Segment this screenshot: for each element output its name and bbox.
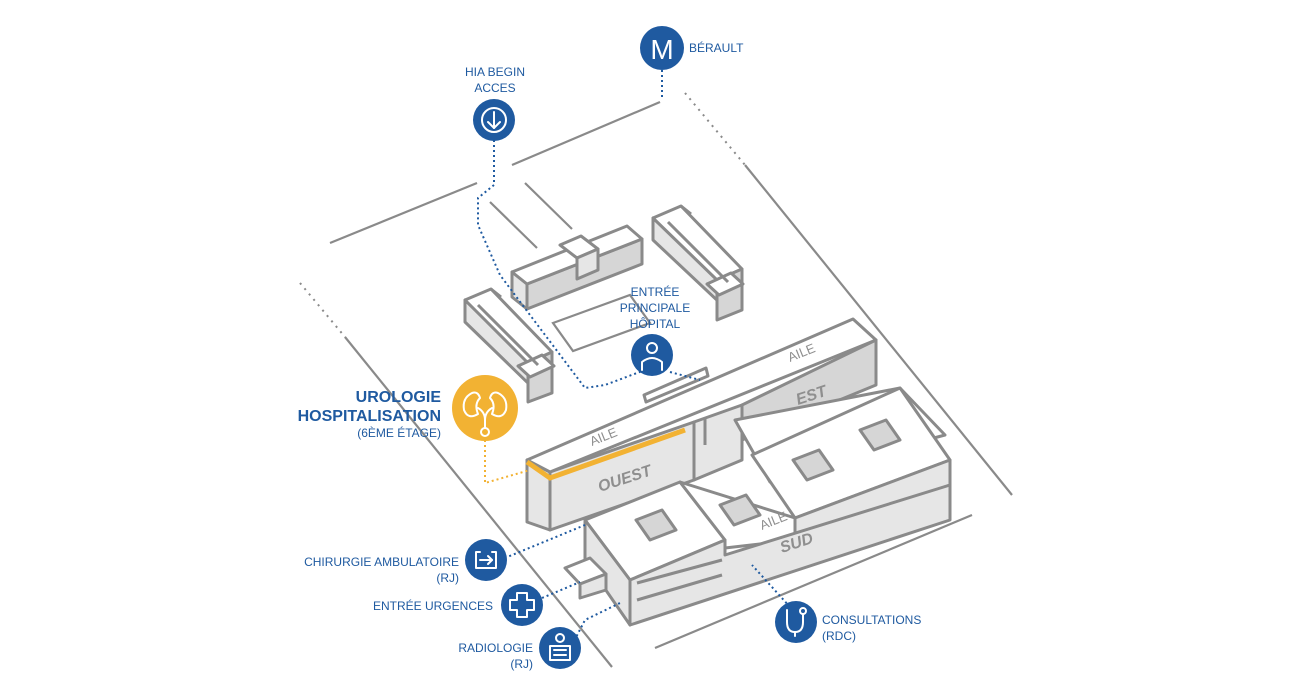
metro-pin[interactable]: M BÉRAULT — [640, 26, 744, 70]
urology-line3: (6ÈME ÉTAGE) — [357, 425, 441, 440]
arrow-down-icon — [481, 107, 507, 133]
metro-pin-circle — [640, 26, 684, 70]
emergency-pin-circle — [501, 584, 543, 626]
main-hospital — [525, 317, 952, 627]
radiology-line2: (RJ) — [510, 657, 533, 671]
urology-floor-highlight — [525, 427, 686, 481]
connector-paths — [477, 70, 791, 646]
urology-pin[interactable]: UROLOGIE HOSPITALISATION (6ÈME ÉTAGE) — [298, 375, 518, 441]
north-buildings — [463, 204, 745, 404]
radiology-line1: RADIOLOGIE — [458, 641, 533, 655]
ambulatory-pin[interactable]: CHIRURGIE AMBULATOIRE (RJ) — [304, 539, 507, 585]
urology-pin-circle — [452, 375, 518, 441]
urology-line1: UROLOGIE — [356, 389, 442, 406]
medical-cross-icon — [509, 592, 535, 618]
main-entrance-line1: ENTRÉE — [631, 284, 680, 299]
emergency-label: ENTRÉE URGENCES — [373, 598, 493, 613]
main-entrance-line2: PRINCIPALE — [620, 301, 690, 315]
consultations-pin-circle — [775, 601, 817, 643]
hia-access-pin[interactable]: HIA BEGIN ACCES — [465, 65, 525, 141]
main-entrance-pin-circle — [631, 334, 673, 376]
radiology-pin[interactable]: RADIOLOGIE (RJ) — [458, 627, 581, 671]
hia-access-line2: ACCES — [474, 81, 515, 95]
metro-label: BÉRAULT — [689, 40, 744, 55]
radiology-icon — [549, 633, 571, 661]
person-icon — [641, 342, 663, 371]
hia-access-line1: HIA BEGIN — [465, 65, 525, 79]
consultations-line2: (RDC) — [822, 629, 856, 643]
urology-line2: HOSPITALISATION — [298, 408, 441, 425]
ambulatory-line2: (RJ) — [436, 571, 459, 585]
kidneys-icon — [462, 391, 508, 437]
ambulatory-line1: CHIRURGIE AMBULATOIRE — [304, 555, 459, 569]
consultations-line1: CONSULTATIONS — [822, 613, 921, 627]
roads — [299, 92, 1013, 668]
door-exit-icon — [475, 551, 497, 569]
consultations-pin[interactable]: CONSULTATIONS (RDC) — [775, 601, 921, 643]
main-entrance-line3: HÔPITAL — [630, 316, 681, 331]
metro-m-icon: M — [650, 34, 673, 65]
stethoscope-icon — [786, 607, 807, 637]
main-entrance-pin[interactable]: ENTRÉE PRINCIPALE HÔPITAL — [620, 284, 690, 376]
emergency-pin[interactable]: ENTRÉE URGENCES — [373, 584, 543, 626]
